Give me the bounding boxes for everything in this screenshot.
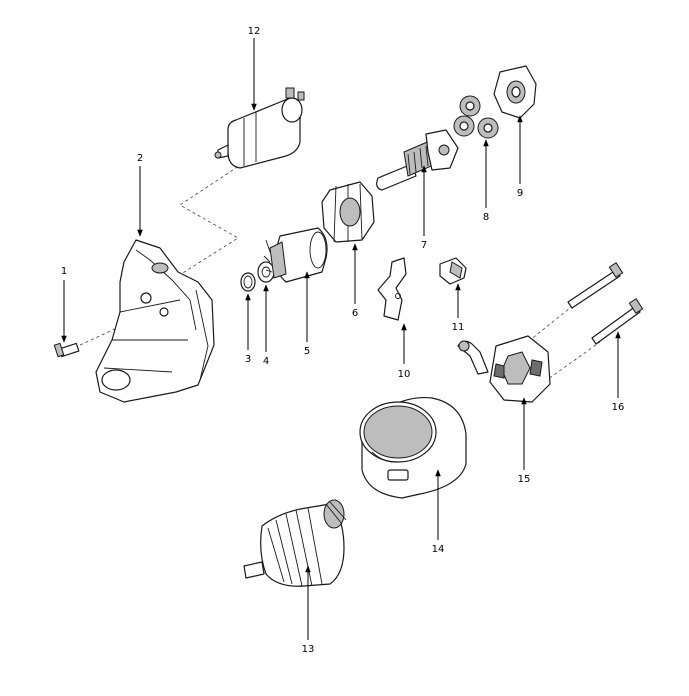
callout-10: 10 <box>398 369 411 380</box>
part-planetary-gears <box>453 95 499 139</box>
callout-11: 11 <box>452 322 465 333</box>
callout-2: 2 <box>137 153 143 164</box>
part-gear-cover <box>493 65 537 119</box>
callout-4: 4 <box>263 356 269 367</box>
callout-12: 12 <box>248 26 261 37</box>
callout-13: 13 <box>302 644 315 655</box>
part-stop-ring <box>257 261 275 283</box>
callout-5: 5 <box>304 346 310 357</box>
part-packing <box>439 257 467 285</box>
part-brush-holder <box>457 335 551 403</box>
part-yoke <box>359 396 467 499</box>
part-overrunning-clutch <box>263 227 328 283</box>
part-front-housing <box>95 239 215 403</box>
part-planet-shaft <box>376 129 459 191</box>
callout-1: 1 <box>61 266 67 277</box>
callout-6: 6 <box>352 308 358 319</box>
part-shift-lever <box>377 257 407 321</box>
part-through-bolts <box>567 262 644 345</box>
leader-lines <box>61 38 621 640</box>
part-internal-gear <box>321 181 375 243</box>
callout-3: 3 <box>245 354 251 365</box>
callout-7: 7 <box>421 240 427 251</box>
callout-labels: 1 2 3 4 5 6 7 8 9 10 11 12 13 14 15 16 <box>61 26 625 655</box>
part-solenoid <box>214 87 305 169</box>
callout-15: 15 <box>518 474 531 485</box>
part-bolt <box>53 342 80 358</box>
part-snap-ring <box>240 272 256 292</box>
part-armature <box>243 499 347 587</box>
callout-16: 16 <box>612 402 625 413</box>
callout-14: 14 <box>432 544 445 555</box>
callout-8: 8 <box>483 212 489 223</box>
callout-9: 9 <box>517 188 523 199</box>
